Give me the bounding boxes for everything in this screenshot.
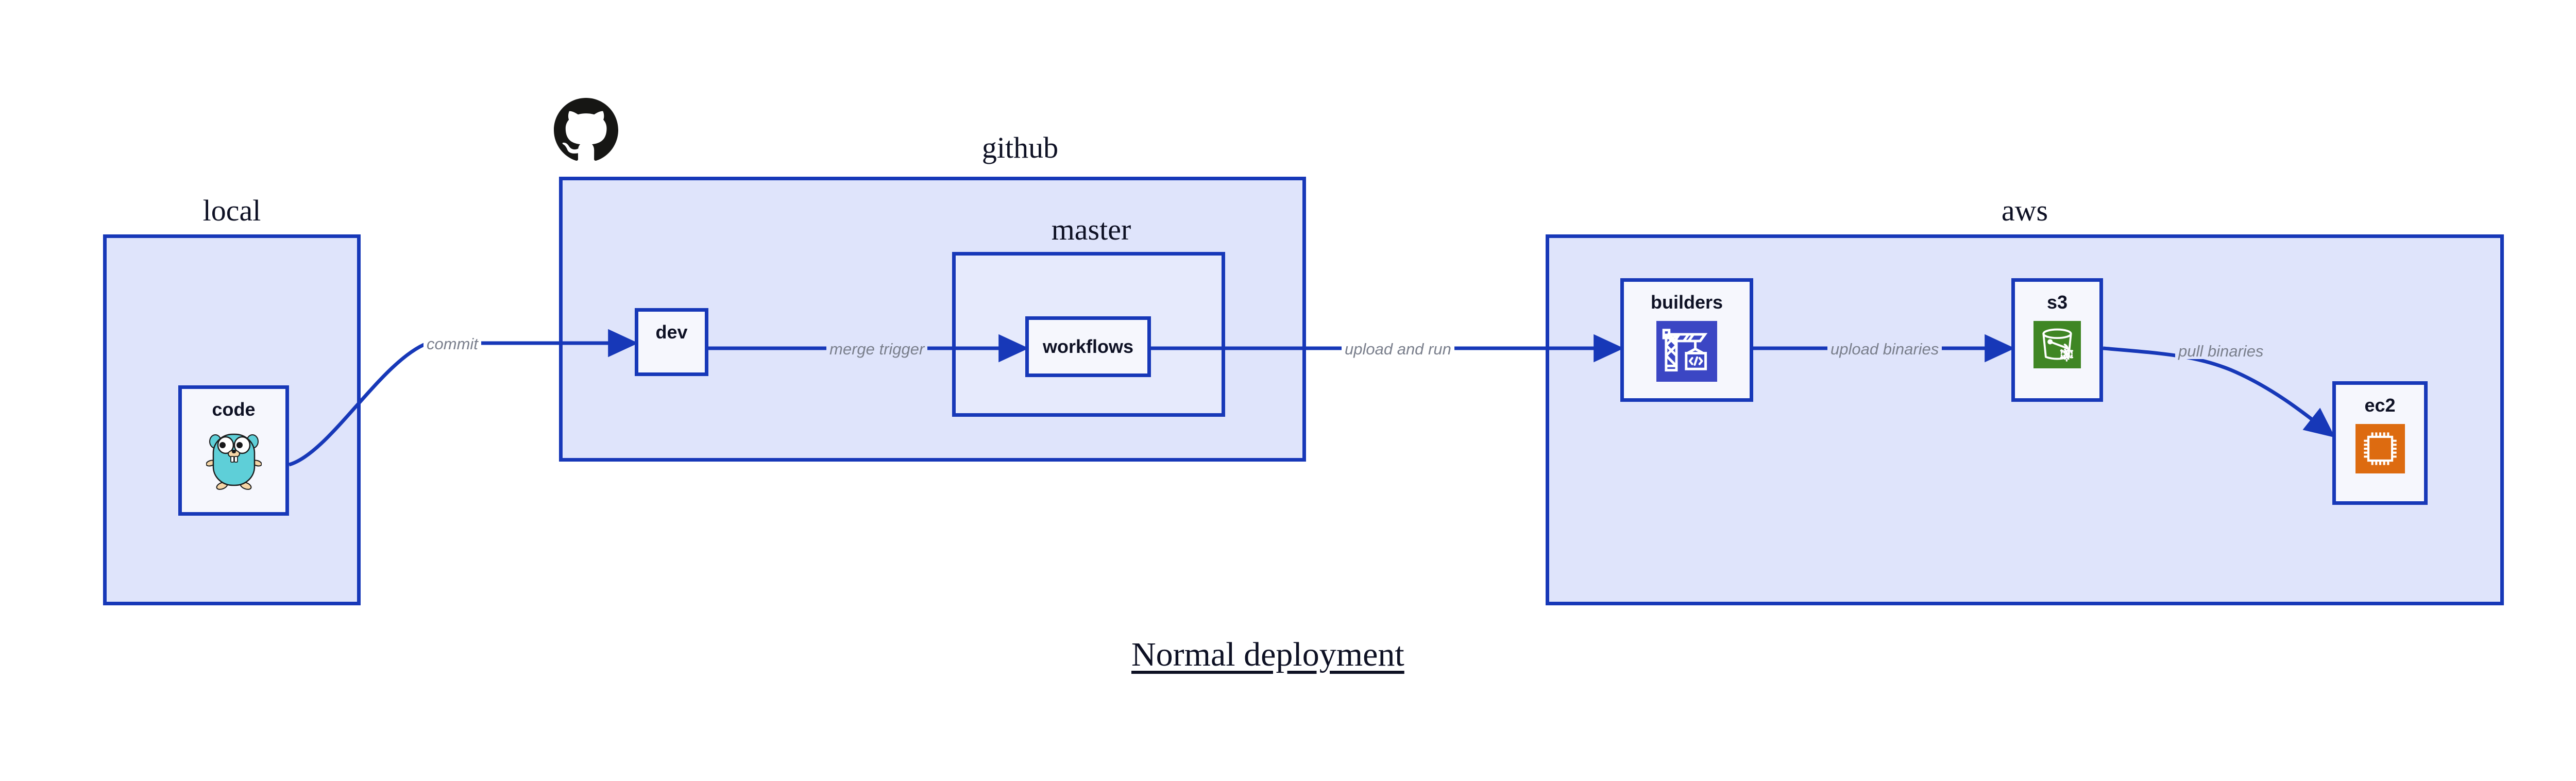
node-label-workflows: workflows — [1042, 336, 1134, 357]
node-workflows[interactable]: workflows — [1025, 316, 1151, 377]
node-s3[interactable]: s3 — [2011, 278, 2103, 402]
go-gopher-icon — [205, 428, 262, 493]
group-label-master: master — [1051, 213, 1131, 246]
aws-s3-glacier-icon — [2033, 321, 2081, 371]
node-label-s3: s3 — [2046, 292, 2068, 313]
node-ec2[interactable]: ec2 — [2332, 381, 2428, 505]
group-label-github: github — [981, 131, 1059, 164]
node-builders[interactable]: builders — [1620, 278, 1753, 402]
node-label-builders: builders — [1650, 292, 1723, 313]
aws-codebuild-icon — [1656, 321, 1717, 384]
node-label-ec2: ec2 — [2364, 395, 2396, 416]
edge-label-upload-and-run: upload and run — [1342, 341, 1454, 357]
diagram-title: Normal deployment — [1131, 636, 1404, 673]
edge-label-pull-binaries: pull binaries — [2175, 343, 2267, 359]
node-label-dev: dev — [655, 321, 688, 343]
aws-ec2-icon — [2355, 424, 2405, 476]
group-label-aws: aws — [2001, 194, 2048, 227]
node-code[interactable]: code — [178, 385, 289, 516]
github-logo — [554, 98, 618, 162]
group-label-local: local — [202, 194, 261, 227]
node-label-code: code — [212, 399, 256, 420]
edge-label-commit: commit — [423, 336, 481, 352]
node-dev[interactable]: dev — [635, 308, 708, 376]
edge-label-upload-binaries: upload binaries — [1827, 341, 1942, 357]
edge-label-merge-trigger: merge trigger — [826, 341, 928, 357]
